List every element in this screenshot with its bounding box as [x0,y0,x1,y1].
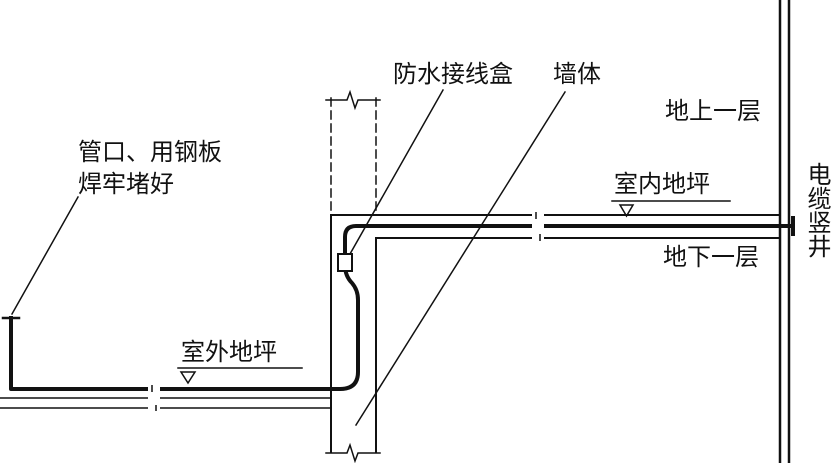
gap-mark-1 [148,386,160,411]
above-ground-floor-label: 地上一层 [665,97,761,125]
wall-label: 墙体 [553,60,601,88]
outdoor-floor-label: 室外地坪 [181,338,277,366]
wall-top-break-line [325,89,381,111]
gap-mark-2 [532,212,544,241]
leader-box [348,88,445,256]
indoor-level-triangle [618,204,635,218]
cable-shaft-label: 电缆竖井 [803,162,831,258]
leader-pipe [10,195,80,316]
junction-box [337,253,353,272]
below-ground-floor-label: 地下一层 [663,243,759,271]
pipe-mouth-note-line2: 焊牢堵好 [78,170,174,198]
leader-wall [354,90,567,427]
cable-conduit [9,224,792,391]
pipe-mouth-note-line1: 管口、用钢板 [78,138,222,166]
wall-bottom-break-line [325,442,381,463]
indoor-floor-label: 室内地坪 [614,170,710,198]
outdoor-level-triangle [179,371,197,385]
junction-box-label: 防水接线盒 [393,60,513,88]
